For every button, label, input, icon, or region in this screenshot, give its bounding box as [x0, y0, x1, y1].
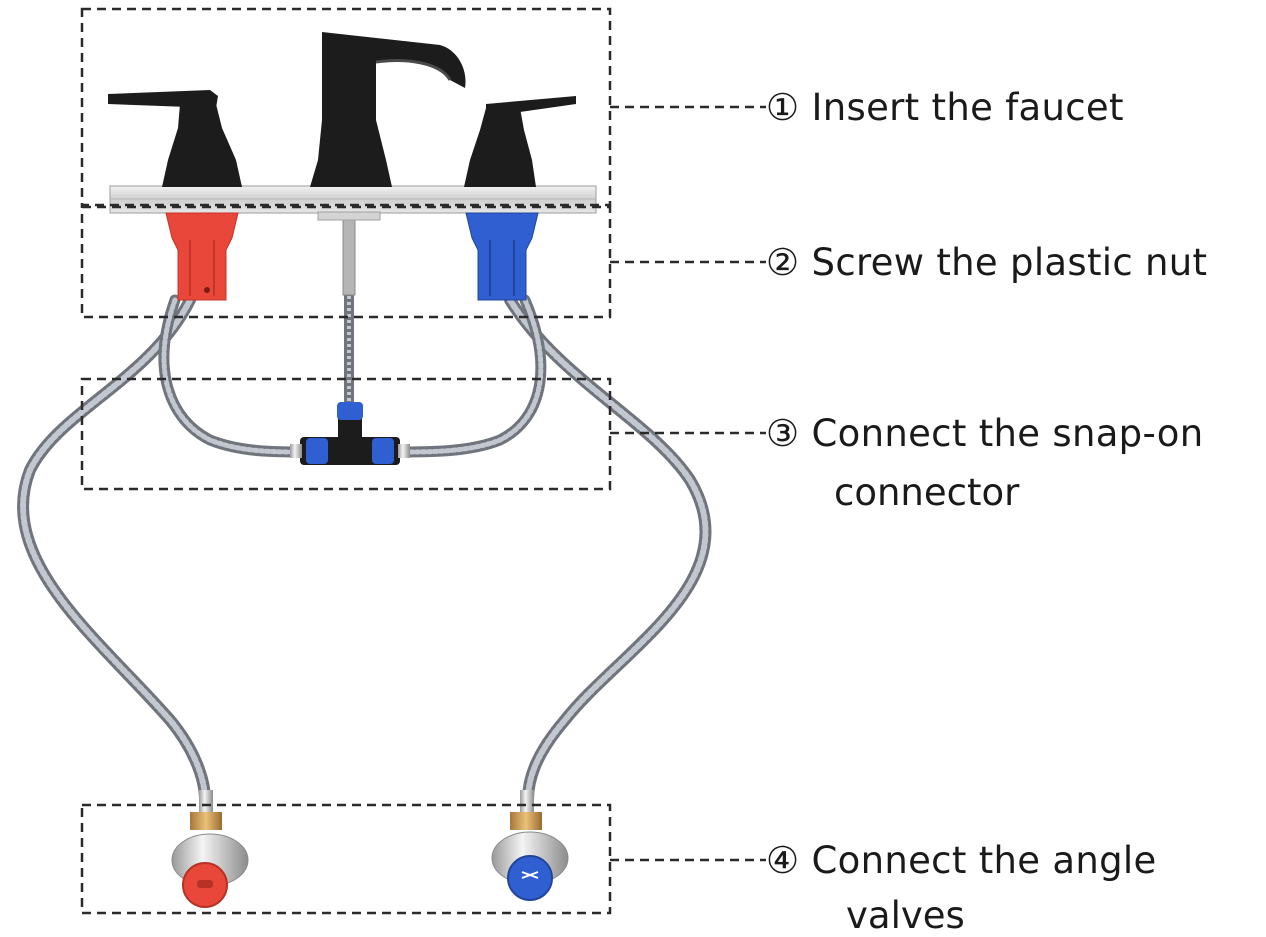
spout-hose	[342, 214, 356, 410]
connector-hose-right	[394, 294, 547, 458]
step-4-number: ④	[766, 839, 800, 882]
step-2-number: ②	[766, 241, 800, 284]
step-2-text: Screw the plastic nut	[811, 241, 1208, 284]
supply-hose-right	[504, 294, 712, 806]
step-4-text: Connect the angle	[811, 839, 1157, 882]
step-1-text: Insert the faucet	[811, 86, 1124, 129]
step-3-number: ③	[766, 412, 800, 455]
hot-plastic-nut	[165, 212, 239, 301]
step-3-box	[80, 377, 612, 491]
step-3-continuation: connector	[834, 471, 1020, 514]
right-handle	[464, 96, 576, 187]
step-1-box	[80, 7, 612, 207]
spout	[310, 32, 466, 187]
cold-angle-valve	[491, 790, 569, 901]
step-4-continuation: valves	[846, 894, 965, 937]
hot-angle-valve	[171, 790, 249, 908]
connector-hose-left	[158, 294, 306, 458]
step-4-box	[80, 803, 612, 915]
cold-plastic-nut	[465, 212, 539, 301]
step-4-label: ④ Connect the angle	[766, 842, 1157, 879]
left-handle	[108, 90, 242, 187]
step-1-number: ①	[766, 86, 800, 129]
step-1-label: ① Insert the faucet	[766, 89, 1124, 126]
step-3-text: Connect the snap-on	[811, 412, 1204, 455]
step-3-label: ③ Connect the snap-on	[766, 415, 1204, 452]
countertop-deck	[109, 185, 597, 221]
step-2-box	[80, 205, 612, 319]
supply-hose-left	[17, 294, 211, 806]
snap-on-tee-connector	[290, 402, 410, 465]
step-2-label: ② Screw the plastic nut	[766, 244, 1207, 281]
